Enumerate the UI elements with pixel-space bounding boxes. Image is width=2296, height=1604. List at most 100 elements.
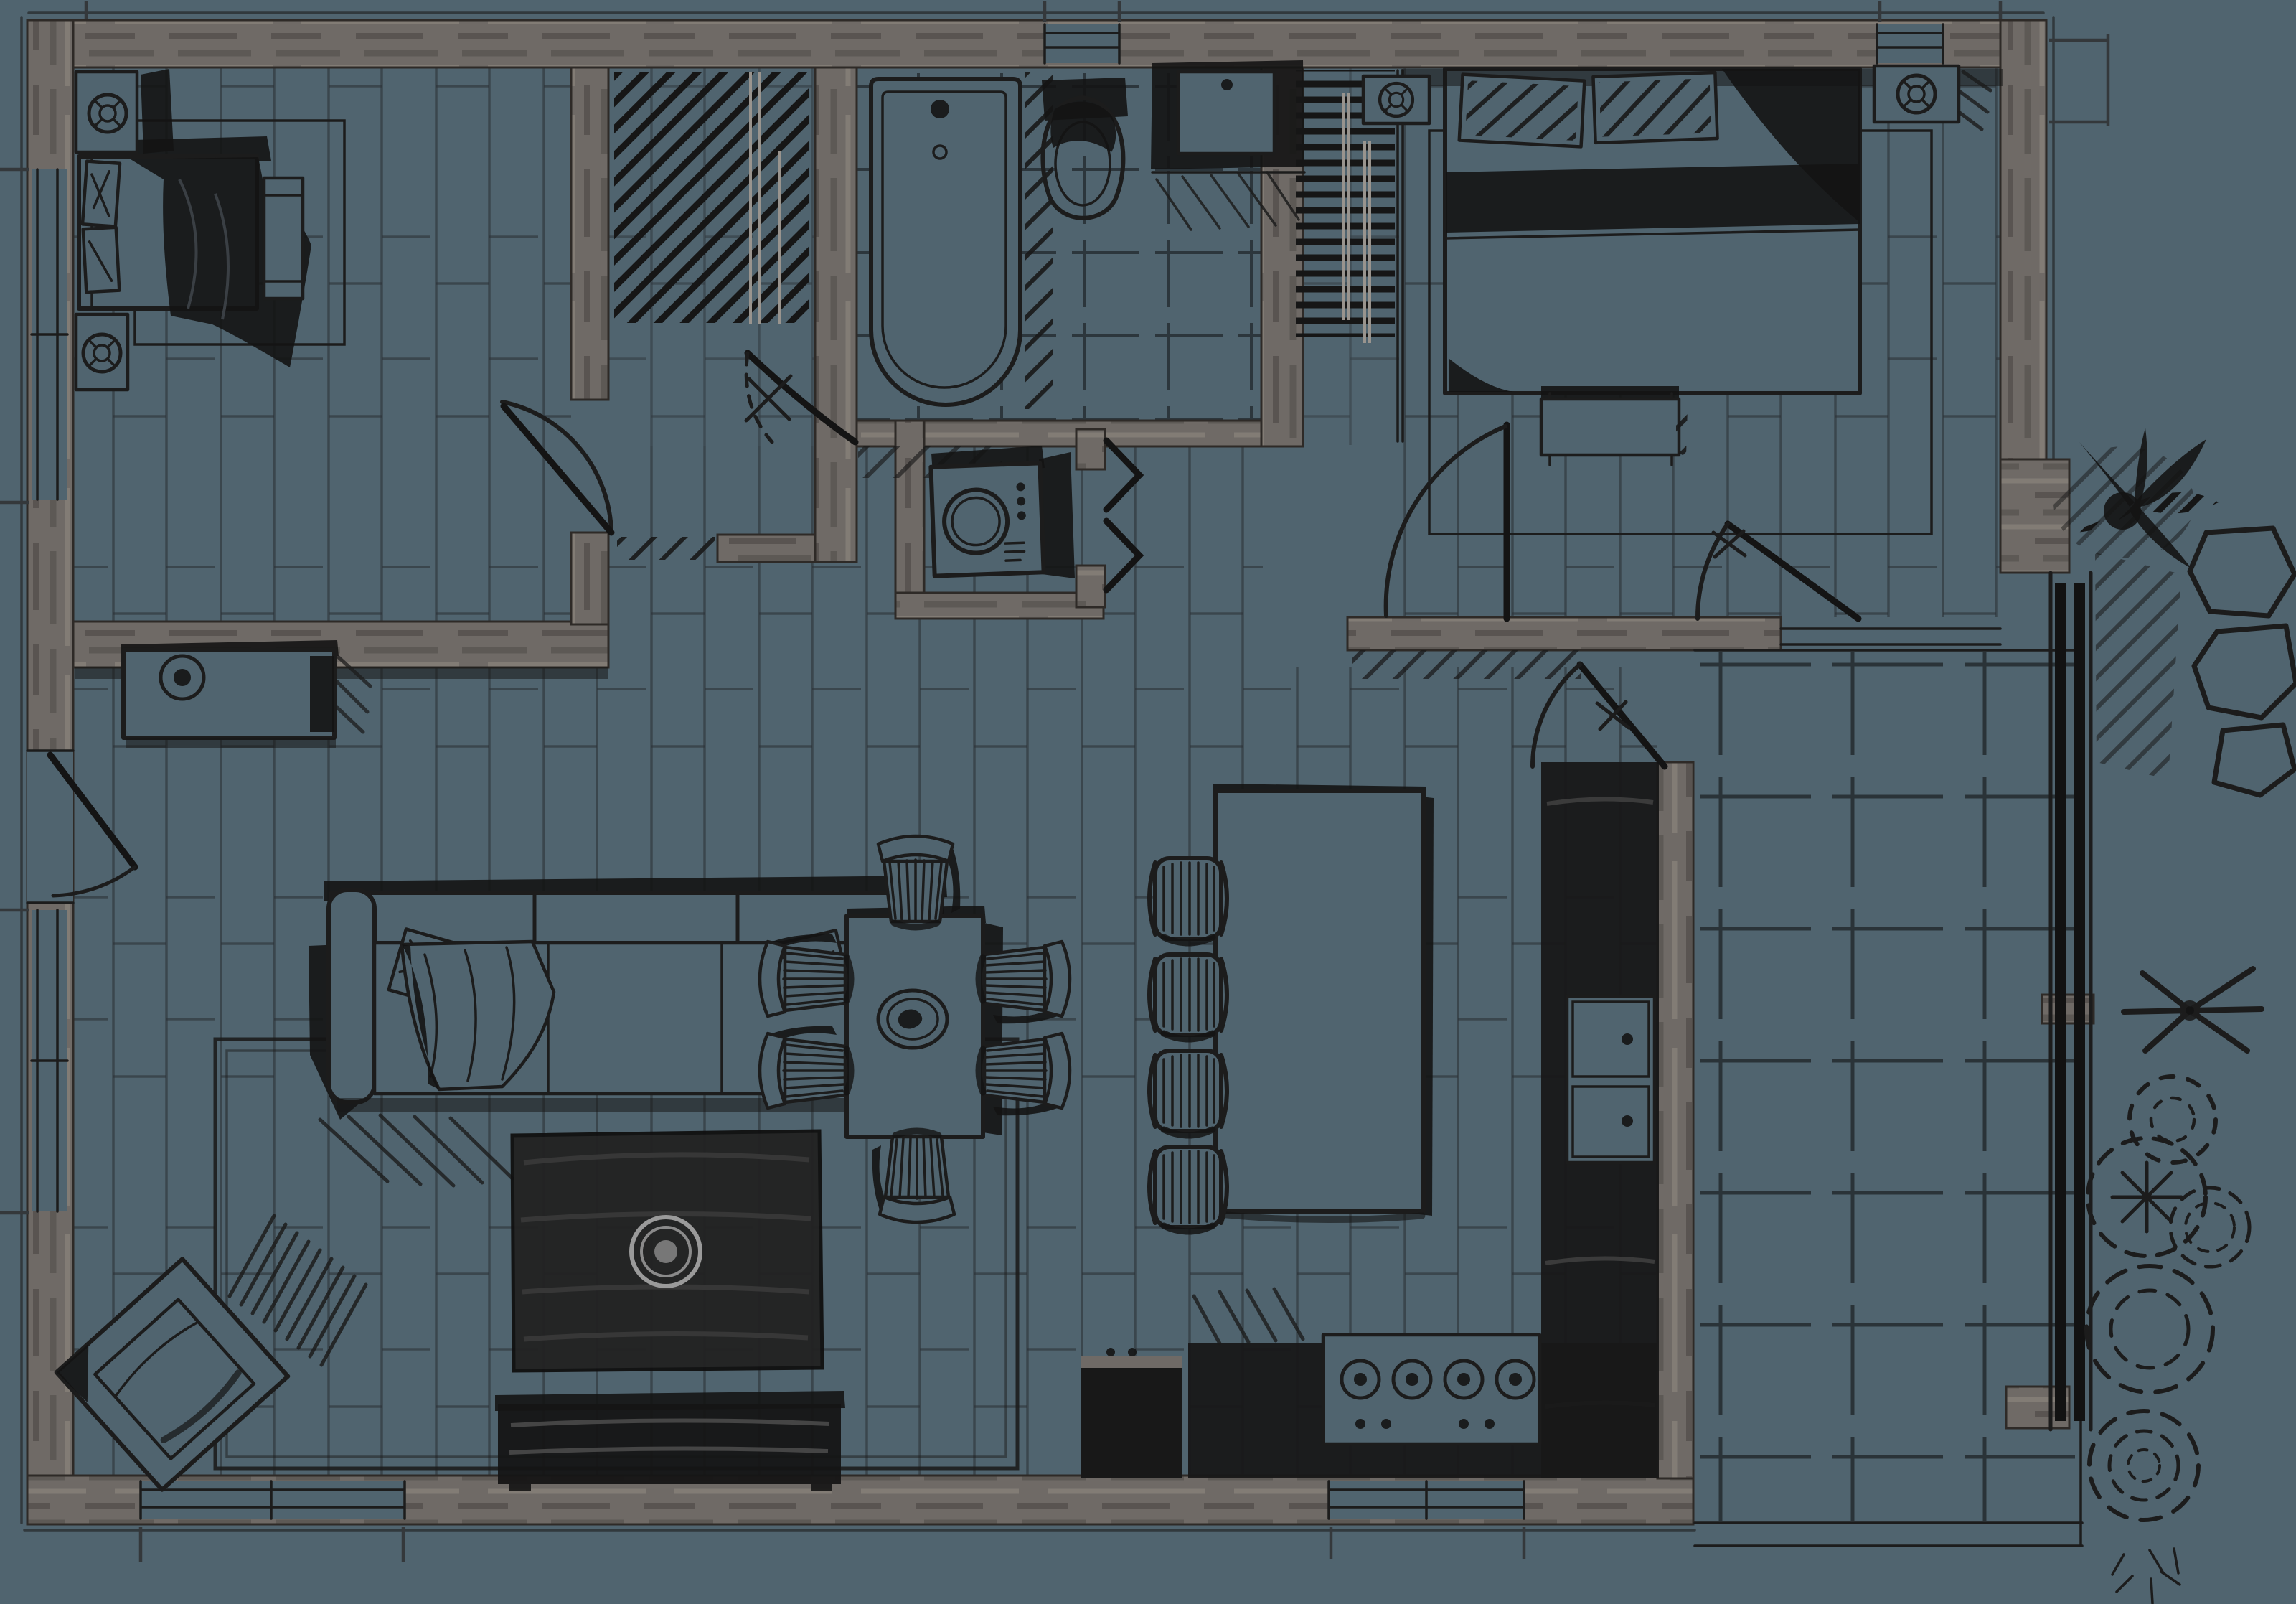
wall-closet1-south-stub: [716, 533, 817, 563]
room-dining: [760, 836, 1070, 1222]
burner-icon: [1495, 1359, 1536, 1400]
washer-side-shadow: [1039, 452, 1075, 578]
windows: [0, 1, 2110, 1562]
door-cross-mark: [744, 374, 793, 423]
kitchen-island: [1213, 784, 1434, 1224]
corner-plant: [2053, 428, 2219, 568]
bathroom-vanity: [1151, 60, 1306, 231]
kitchen-counter-south: [1081, 1287, 1657, 1478]
duvet-edge-shading: [1446, 164, 1860, 233]
plate-icon: [159, 654, 206, 701]
window-top-1: [1043, 23, 1121, 65]
plant-bed-hatch: [2095, 553, 2181, 779]
terrace-railing: [2048, 571, 2093, 1432]
planter-strip: [2074, 583, 2085, 1421]
vanity-shadow-hatch: [1155, 171, 1300, 231]
wall-top: [26, 19, 2046, 69]
kitchen-terrace-door: [1530, 661, 1668, 770]
bifold-doors: [1103, 437, 1144, 594]
wall-bedroom1-east-upper: [570, 66, 610, 401]
door-cross-mark: [1711, 529, 1747, 559]
window-left-1: [30, 168, 69, 501]
appliance-cabinet: [1081, 1348, 1182, 1478]
room-terrace: [1693, 428, 2296, 1604]
duvet-fold-lines: [178, 179, 230, 320]
washer-vents: [1004, 541, 1026, 562]
washer-door-icon: [942, 487, 1010, 555]
bedroom1-door: [500, 400, 615, 536]
room-bedroom-1: [74, 69, 615, 536]
wall-bedroom2-south: [1346, 616, 1782, 652]
terrace-edges: [1693, 649, 2084, 1547]
bedroom1-nightstand-north: [74, 69, 174, 154]
armchair-fringe-hatch: [227, 1214, 368, 1367]
bedroom1-nightstand-south: [74, 312, 130, 392]
planter-strip: [2055, 583, 2066, 1421]
nightstand-shadow-hatch: [1957, 70, 1992, 131]
wall-laundry-south: [894, 591, 1105, 620]
closet-bedroom-1: [614, 72, 809, 560]
spiky-plant: [2121, 966, 2264, 1054]
grass-sparkle: [2111, 1547, 2181, 1604]
cooktop: [1321, 1333, 1542, 1446]
closet1-rails: [749, 72, 781, 324]
sideboard: [121, 640, 372, 748]
faucet-icon: [1622, 1115, 1633, 1127]
bathroom-door: [744, 350, 859, 446]
bedroom2-nightstand-west: [1361, 74, 1431, 126]
room-laundry: [928, 437, 1144, 594]
big-round-shrub: [2084, 1264, 2215, 1394]
kitchen-sink: [1565, 994, 1657, 1165]
toilet: [1040, 78, 1128, 220]
bedroom2-bed: [1401, 67, 2003, 395]
window-top-2: [1876, 23, 1944, 65]
faucet-icon: [931, 100, 949, 118]
table-scribble-texture: [520, 1152, 811, 1342]
room-bedroom-2: [1296, 64, 2003, 646]
coffee-table: [510, 1129, 824, 1373]
outer-pen-line: [20, 11, 2055, 1532]
window-left-2: [30, 909, 69, 1213]
sofa: [309, 876, 947, 1188]
spiral-shrub: [2087, 1409, 2201, 1522]
wall-right-upper: [1999, 19, 2048, 461]
toilet-seat-shading: [1050, 101, 1116, 152]
shrubs: [2084, 966, 2264, 1604]
bedroom1-bench: [262, 176, 305, 301]
door-cross-mark: [1595, 700, 1631, 731]
bedroom2-bench: [1539, 386, 1688, 466]
armchair: [54, 1214, 368, 1492]
room-bathroom: [744, 60, 1306, 446]
window-bottom-2: [1327, 1480, 1525, 1520]
closet1-hanging-clothes: [614, 72, 809, 323]
faucet-icon: [1221, 79, 1233, 90]
bedroom2-terrace-door: [1695, 520, 2002, 646]
room-kitchen: [1081, 661, 1668, 1478]
sofa-throw-blanket: [400, 939, 556, 1092]
wall-closet1-east: [814, 66, 858, 563]
burner-icon: [1391, 1359, 1433, 1400]
closet2-edge: [1396, 69, 1404, 443]
glass-wall-line: [1779, 627, 2002, 646]
flagstones: [2187, 525, 2296, 798]
plate-icon: [629, 1215, 702, 1288]
wall-bedroom1-east-lower: [570, 531, 610, 626]
laundry-jamb-north: [1075, 428, 1106, 471]
bedroom2-door: [1383, 421, 1510, 622]
bedroom2-nightstand-east: [1872, 64, 1992, 131]
shrub-icon: [2127, 1074, 2218, 1165]
bathtub: [869, 77, 1022, 407]
wall-shadow-hatch: [1352, 650, 1581, 679]
room-living: [26, 640, 1020, 1492]
burner-icon: [1340, 1359, 1381, 1400]
entry-door: [26, 749, 138, 904]
laundry-jamb-south: [1075, 564, 1106, 609]
console-scribble: [509, 1418, 830, 1455]
centerpiece: [876, 988, 949, 1050]
closet2-rails: [1342, 93, 1371, 343]
shrub-with-asterisk: [2086, 1136, 2208, 1258]
burner-icon: [1443, 1359, 1485, 1400]
faucet-icon: [1622, 1033, 1633, 1045]
